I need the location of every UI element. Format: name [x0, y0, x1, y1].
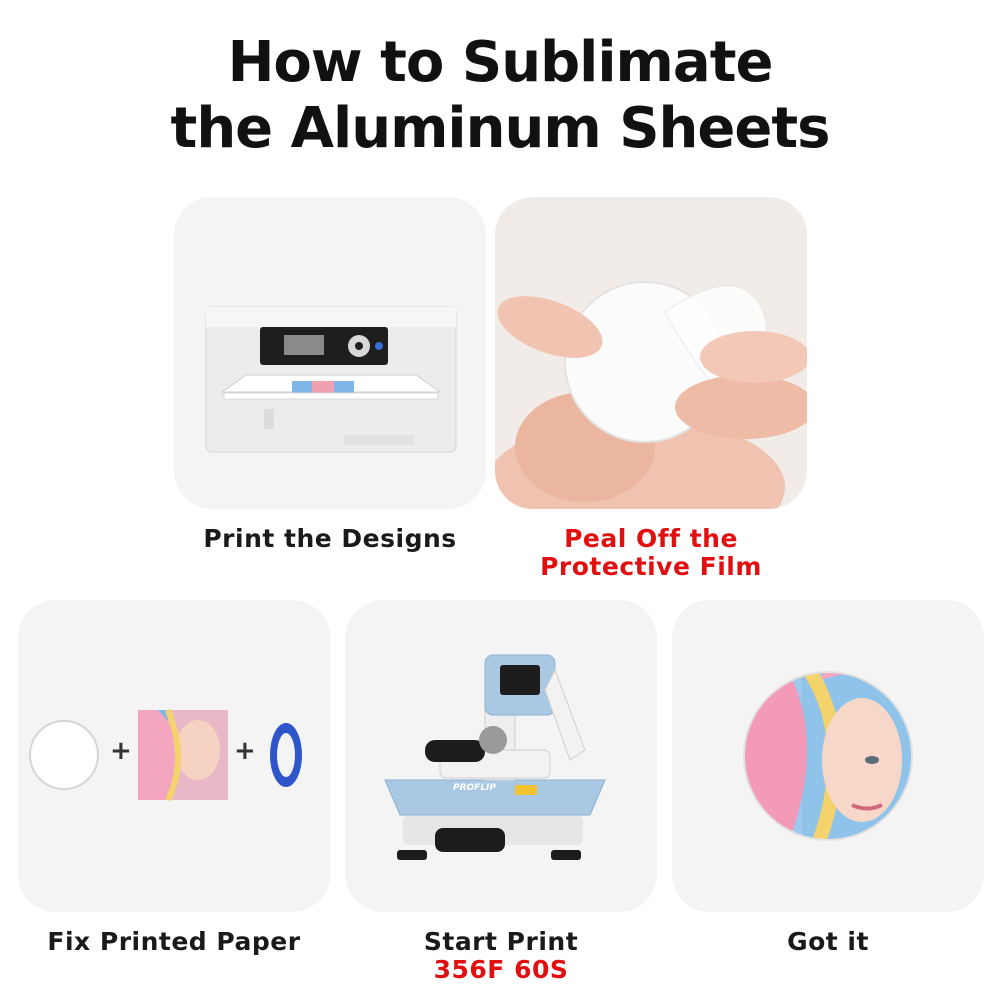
step-caption-result: Got it: [787, 927, 869, 956]
finished-round-sheet-image: [743, 671, 913, 841]
plus-sign-1: +: [110, 736, 132, 766]
plus-sign-2: +: [234, 736, 256, 766]
step-card-fix: + +: [18, 600, 330, 912]
step-caption-peel: Peal Off the Protective Film: [540, 524, 762, 581]
step-caption-print: Print the Designs: [203, 524, 457, 553]
step-card-press: PROFLIP: [345, 600, 657, 912]
printer-image: [205, 306, 457, 453]
step-caption-press: Start Print 356F 60S: [423, 927, 579, 984]
step-card-result: [672, 600, 984, 912]
title-line-1: How to Sublimate: [227, 30, 774, 95]
step-card-print: [174, 197, 486, 509]
title-line-2: the Aluminum Sheets: [170, 96, 831, 161]
step-caption-fix: Fix Printed Paper: [47, 927, 301, 956]
heat-press-image: [384, 654, 606, 860]
peeling-film-image: [495, 281, 807, 509]
press-brand-label: PROFLIP: [453, 783, 497, 793]
page-title: How to Sublimate the Aluminum Sheets: [0, 30, 1000, 162]
blank-sheet-plus-print-plus-tape-image: [29, 708, 302, 802]
step-card-peel: [495, 197, 807, 509]
